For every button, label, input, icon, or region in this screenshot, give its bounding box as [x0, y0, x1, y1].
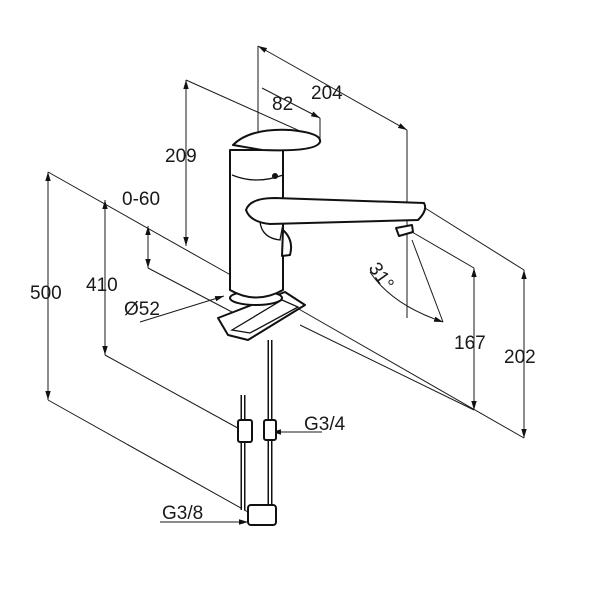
dim-swivel-angle: 31° — [364, 259, 398, 295]
thread-upper-label: G3/4 — [304, 414, 346, 435]
dim-deck-thickness: 0-60 — [122, 189, 160, 210]
dim-spout-height: 202 — [504, 347, 536, 368]
dim-spout-reach: 204 — [311, 83, 343, 104]
dim-hose-length: 410 — [86, 275, 118, 296]
dim-handle-reach: 82 — [272, 94, 293, 115]
dim-total-height: 500 — [30, 283, 62, 304]
dim-base-diameter: Ø52 — [124, 299, 160, 320]
thread-lower-label: G3/8 — [162, 503, 203, 524]
faucet-illustration — [217, 128, 427, 526]
dimension-lines — [45, 45, 527, 525]
dim-height-above-spout: 209 — [165, 146, 197, 167]
dim-spout-outlet-height: 167 — [454, 333, 486, 354]
